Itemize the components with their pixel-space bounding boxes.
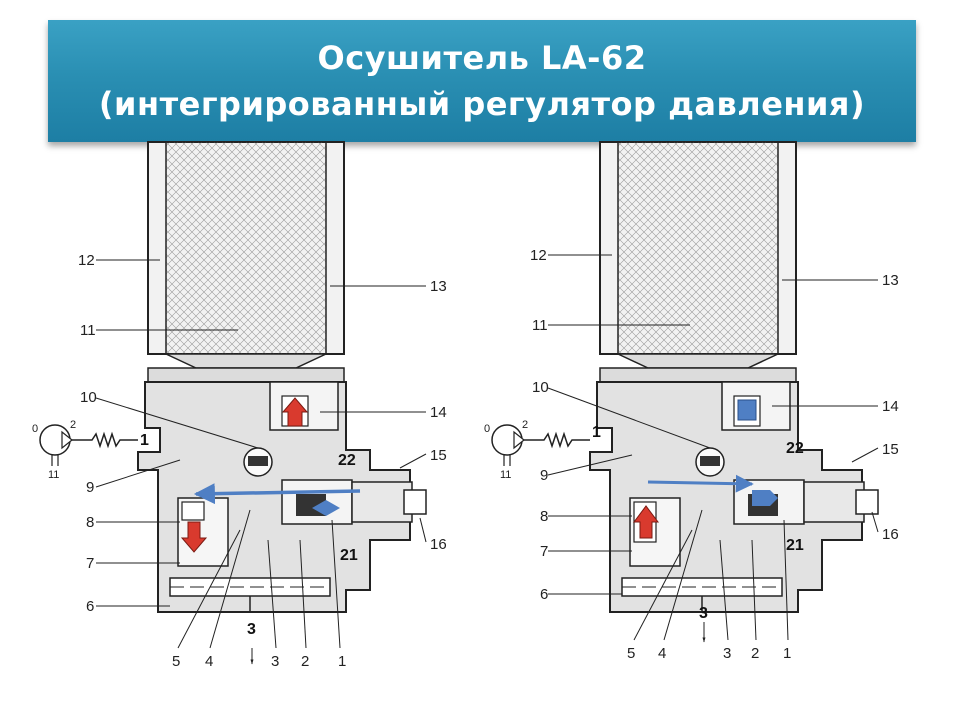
labels-right: 12 11 10 9 8 7 6 13 14 22 15 16 21 5 4 3… <box>484 247 899 662</box>
label-16: 16 <box>430 536 447 553</box>
label-3-right: 3 <box>723 645 731 662</box>
label-3: 3 <box>271 653 279 670</box>
label-10: 10 <box>80 389 97 406</box>
label-22: 22 <box>338 452 356 469</box>
labels-left: 12 11 10 9 8 7 6 13 14 22 15 16 21 5 4 3… <box>32 252 447 670</box>
label-7: 7 <box>86 555 94 572</box>
label-9-right: 9 <box>540 467 548 484</box>
label-8: 8 <box>86 514 94 531</box>
label-16-right: 16 <box>882 526 899 543</box>
gauge-label-1: 1 <box>140 432 149 449</box>
label-15-right: 15 <box>882 441 899 458</box>
piston-arrow-up <box>281 397 309 427</box>
title-banner: Осушитель LA-62 (интегрированный регулят… <box>48 20 916 142</box>
leader-lines-left <box>95 259 427 665</box>
label-14: 14 <box>430 404 447 421</box>
gauge-label-2: 2 <box>70 419 76 431</box>
label-1-right: 1 <box>783 645 791 662</box>
label-2-right: 2 <box>751 645 759 662</box>
label-11: 11 <box>80 322 96 339</box>
label-4: 4 <box>205 653 213 670</box>
label-10-right: 10 <box>532 379 549 396</box>
gauge-label-0: 0 <box>32 423 38 435</box>
label-7-right: 7 <box>540 543 548 560</box>
label-5-right: 5 <box>627 645 635 662</box>
label-14-right: 14 <box>882 398 899 415</box>
gauge-label-2-right: 2 <box>522 419 528 431</box>
port-label-right: 3 <box>699 605 708 622</box>
gauge-label-11: 11 <box>48 469 59 481</box>
label-6: 6 <box>86 598 94 615</box>
gauge-label-11-right: 11 <box>500 469 511 481</box>
dryer-right <box>491 141 879 643</box>
label-22-right: 22 <box>786 440 804 457</box>
gauge-label-1-right: 1 <box>592 424 601 441</box>
dryer-left <box>39 141 427 613</box>
label-21-right: 21 <box>786 537 804 554</box>
label-12: 12 <box>78 252 95 269</box>
port-label: 3 <box>247 621 256 638</box>
label-5: 5 <box>172 653 180 670</box>
label-6-right: 6 <box>540 586 548 603</box>
label-9: 9 <box>86 479 94 496</box>
label-13-right: 13 <box>882 272 899 289</box>
label-13: 13 <box>430 278 447 295</box>
label-11-right: 11 <box>532 317 548 334</box>
label-15: 15 <box>430 447 447 464</box>
title-line-1: Осушитель LA-62 <box>317 39 647 77</box>
label-8-right: 8 <box>540 508 548 525</box>
title-line-2: (интегрированный регулятор давления) <box>98 85 866 123</box>
label-12-right: 12 <box>530 247 547 264</box>
label-4-right: 4 <box>658 645 666 662</box>
label-21: 21 <box>340 547 358 564</box>
flow-arrow <box>193 483 361 505</box>
spring-icon <box>72 431 138 449</box>
label-1: 1 <box>338 653 346 670</box>
gauge-label-0-right: 0 <box>484 423 490 435</box>
piston-arrow-down <box>180 521 208 553</box>
desiccant-fill <box>165 141 327 355</box>
label-2: 2 <box>301 653 309 670</box>
